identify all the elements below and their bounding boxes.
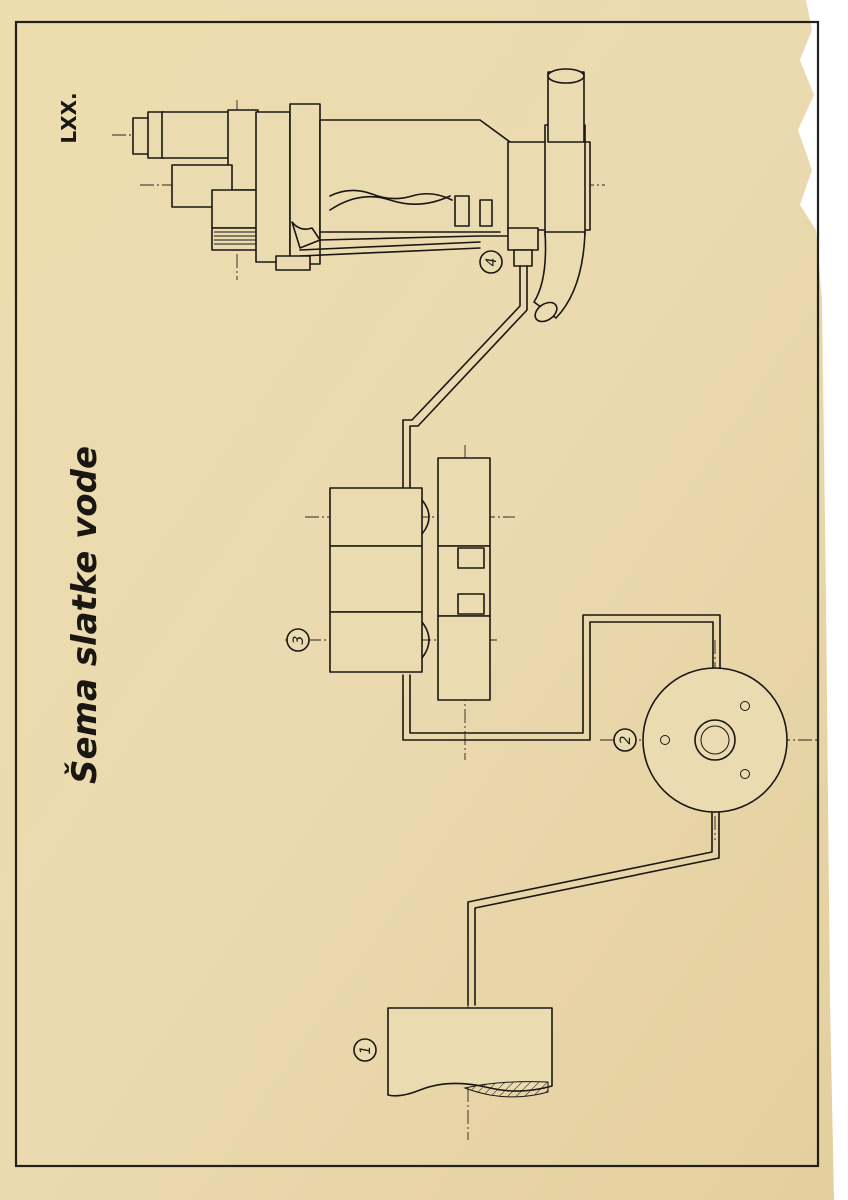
callout-4: 4 (479, 250, 503, 274)
callout-4-label: 4 (484, 258, 500, 267)
sheet-number: LXX. (57, 92, 81, 143)
callout-2-label: 2 (618, 735, 634, 744)
pump-assembly (600, 640, 820, 840)
callout-3: 3 (286, 628, 310, 652)
tank-assembly (387, 1000, 553, 1140)
callout-3-label: 3 (291, 636, 307, 645)
frame-border (14, 20, 820, 1168)
callout-1-label: 1 (358, 1046, 374, 1055)
callout-2: 2 (613, 728, 637, 752)
filter-assembly (285, 445, 515, 760)
callout-1: 1 (353, 1038, 377, 1062)
unit-assembly (112, 68, 605, 323)
diagram-title: Šema slatke vode (64, 446, 105, 784)
